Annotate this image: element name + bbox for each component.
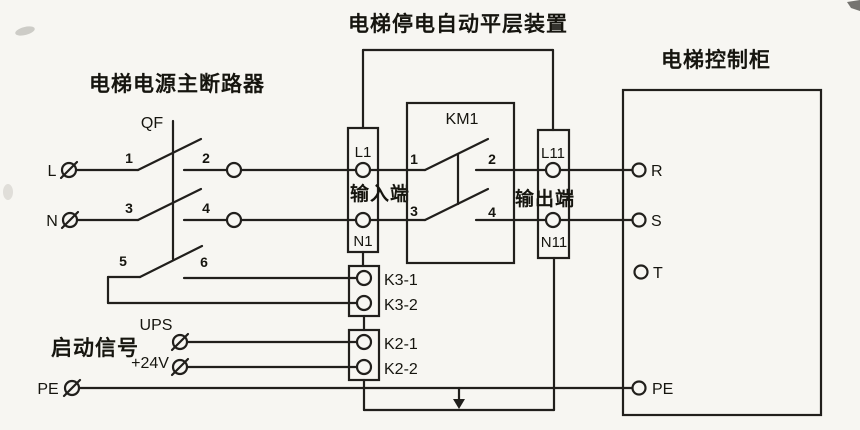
contactor-terminal-number: 4 [488, 204, 496, 220]
cabinet-t-terminal-icon [633, 264, 649, 280]
ups-label: UPS [140, 317, 173, 334]
device-title: 电梯停电自动平层装置 [348, 12, 568, 36]
start-signal-section: 启动信号 UPS +24V PE [37, 317, 634, 409]
contactor-blade-3 [423, 187, 490, 222]
output-n11-label: N11 [541, 234, 567, 251]
source-terminal-l-label: L [48, 163, 57, 180]
cabinet-pe-terminal-icon [631, 380, 647, 396]
breaker-name-label: QF [141, 115, 163, 132]
cabinet-pe-label: PE [652, 381, 673, 398]
cabinet-r-terminal-icon [631, 162, 647, 178]
contact-number: 6 [200, 254, 208, 270]
k2-2-terminal-icon [355, 358, 373, 376]
pe-terminal-slash [62, 378, 82, 398]
leveling-device-section: 电梯停电自动平层装置 L1 N1 输入端 KM1 1 2 3 4 L11 N11… [346, 12, 575, 412]
contact-number: 2 [202, 150, 210, 166]
contact-number: 4 [202, 200, 210, 216]
ups-terminal-slash [170, 332, 190, 352]
cabinet-r-label: R [651, 163, 663, 180]
control-cabinet-section: 电梯控制柜 R S T PE [558, 48, 823, 417]
input-n1-label: N1 [353, 233, 372, 250]
cabinet-s-terminal-icon [631, 212, 647, 228]
source-terminal-l-slash [59, 160, 79, 180]
k2-1-terminal-icon [355, 333, 373, 351]
scan-smudge [847, 0, 860, 11]
plus24v-label: +24V [131, 355, 169, 372]
contactor-name-label: KM1 [446, 111, 479, 128]
cabinet-s-label: S [651, 213, 662, 230]
breaker-section-label: 电梯电源主断路器 [89, 72, 265, 96]
junction-terminal-icon [225, 211, 243, 229]
contactor-terminal-number: 3 [410, 203, 418, 219]
k3-1-terminal-icon [355, 269, 373, 287]
breaker-blade-1 [136, 137, 203, 172]
cabinet-box [621, 88, 823, 417]
breaker-blade-5 [138, 244, 204, 279]
contactor-terminal-number: 2 [488, 151, 496, 167]
contactor-blade-1 [423, 137, 490, 172]
pe-left-label: PE [37, 381, 58, 398]
contactor-terminal-number: 1 [410, 151, 418, 167]
scan-smudge [3, 184, 13, 200]
output-l11-terminal-icon [544, 161, 562, 179]
input-l1-label: L1 [355, 144, 372, 161]
scan-smudge [15, 26, 35, 36]
input-l1-terminal-icon [354, 161, 372, 179]
k3-2-terminal-icon [355, 294, 373, 312]
start-signal-label: 启动信号 [51, 336, 139, 360]
plus24v-terminal-slash [170, 357, 190, 377]
breaker-blade-3 [136, 187, 203, 222]
source-terminal-n-slash [60, 210, 80, 230]
cabinet-t-label: T [653, 265, 663, 282]
k3-2-label: K3-2 [384, 297, 418, 314]
output-n11-terminal-icon [544, 211, 562, 229]
output-side-label: 输出端 [515, 187, 575, 210]
contact-number: 3 [125, 200, 133, 216]
k3-1-label: K3-1 [384, 272, 418, 289]
output-l11-label: L11 [541, 145, 565, 162]
earth-arrow-icon [453, 399, 465, 409]
source-terminal-n-label: N [46, 213, 58, 230]
input-n1-terminal-icon [354, 211, 372, 229]
power-breaker-section: 电梯电源主断路器 QF L 1 2 N 3 4 5 6 [46, 72, 359, 305]
input-side-label: 输入端 [350, 182, 410, 205]
k2-1-label: K2-1 [384, 336, 418, 353]
cabinet-label: 电梯控制柜 [661, 48, 771, 72]
contact-number: 5 [119, 253, 127, 269]
k2-2-label: K2-2 [384, 361, 418, 378]
junction-terminal-icon [225, 161, 243, 179]
contactor-km1-box [405, 101, 516, 265]
contact-number: 1 [125, 150, 133, 166]
